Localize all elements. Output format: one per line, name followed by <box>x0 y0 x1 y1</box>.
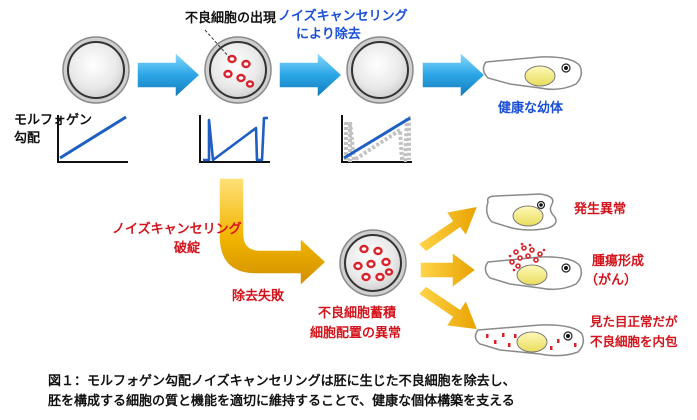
graph-gradient-noisy <box>199 115 270 163</box>
larva-hidden-defects <box>474 324 585 357</box>
caption-line-1: 図１：モルフォゲン勾配ノイズキャンセリングは胚に生じた不良細胞を除去し、 <box>48 374 516 389</box>
arrow-blue-3 <box>421 50 487 100</box>
label-outcome-hidden-2: 不良細胞を内包 <box>590 334 678 349</box>
arrow-gold-mid <box>419 250 478 290</box>
graph-gradient-cancelled <box>341 115 412 164</box>
larva-tumor <box>484 242 583 291</box>
label-accumulation-2: 細胞配置の異常 <box>310 325 401 341</box>
embryo-with-defect-cells <box>204 36 272 104</box>
label-healthy-larva: 健康な幼体 <box>498 100 564 116</box>
label-defect-emergence: 不良細胞の出現 <box>185 10 276 26</box>
arrow-gold-up <box>416 205 480 253</box>
arrow-gold-down <box>416 285 480 331</box>
arrow-gold-bent <box>218 177 328 288</box>
figure-caption: 図１：モルフォゲン勾配ノイズキャンセリングは胚に生じた不良細胞を除去し、 胚を構… <box>48 372 688 412</box>
tumor-cells <box>509 245 543 269</box>
embryo-accumulated-defects <box>339 229 407 297</box>
hidden-defect-cells <box>486 333 577 350</box>
label-removal-failure: 除去失敗 <box>232 288 285 304</box>
larva-developmental-defect <box>485 193 557 231</box>
label-accumulation-1: 不良細胞蓄積 <box>318 305 397 321</box>
label-outcome-dev: 発生異常 <box>573 201 626 217</box>
label-outcome-hidden-1: 見た目正常だが <box>589 314 678 329</box>
graph-gradient-smooth <box>57 115 128 163</box>
label-noise-cancel-1: ノイズキャンセリング <box>278 8 408 24</box>
label-outcome-tumor-2: （がん） <box>585 272 637 288</box>
pointer-line <box>204 29 230 58</box>
label-breakdown-1: ノイズキャンセリング <box>112 221 242 237</box>
caption-line-2: 胚を構成する細胞の質と機能を適切に維持することで、健康な個体構築を支える <box>48 394 515 409</box>
larva-healthy <box>482 56 583 91</box>
diagram-canvas: 不良細胞の出現 ノイズキャンセリング により除去 モルフォゲン 勾配 健康な幼体 <box>14 8 678 357</box>
embryo-cleaned <box>346 36 414 104</box>
label-breakdown-2: 破綻 <box>174 240 201 256</box>
embryo-normal <box>62 36 130 104</box>
label-morphogen-1: モルフォゲン <box>14 112 92 128</box>
defect-cells <box>223 54 255 88</box>
label-morphogen-2: 勾配 <box>14 130 40 146</box>
label-outcome-tumor-1: 腫瘍形成 <box>592 253 644 269</box>
tumor-dots <box>508 242 546 272</box>
arrow-blue-1 <box>136 50 202 100</box>
arrow-blue-2 <box>278 50 344 100</box>
accumulated-defect-cells <box>353 244 394 282</box>
label-noise-cancel-2: により除去 <box>296 26 361 42</box>
